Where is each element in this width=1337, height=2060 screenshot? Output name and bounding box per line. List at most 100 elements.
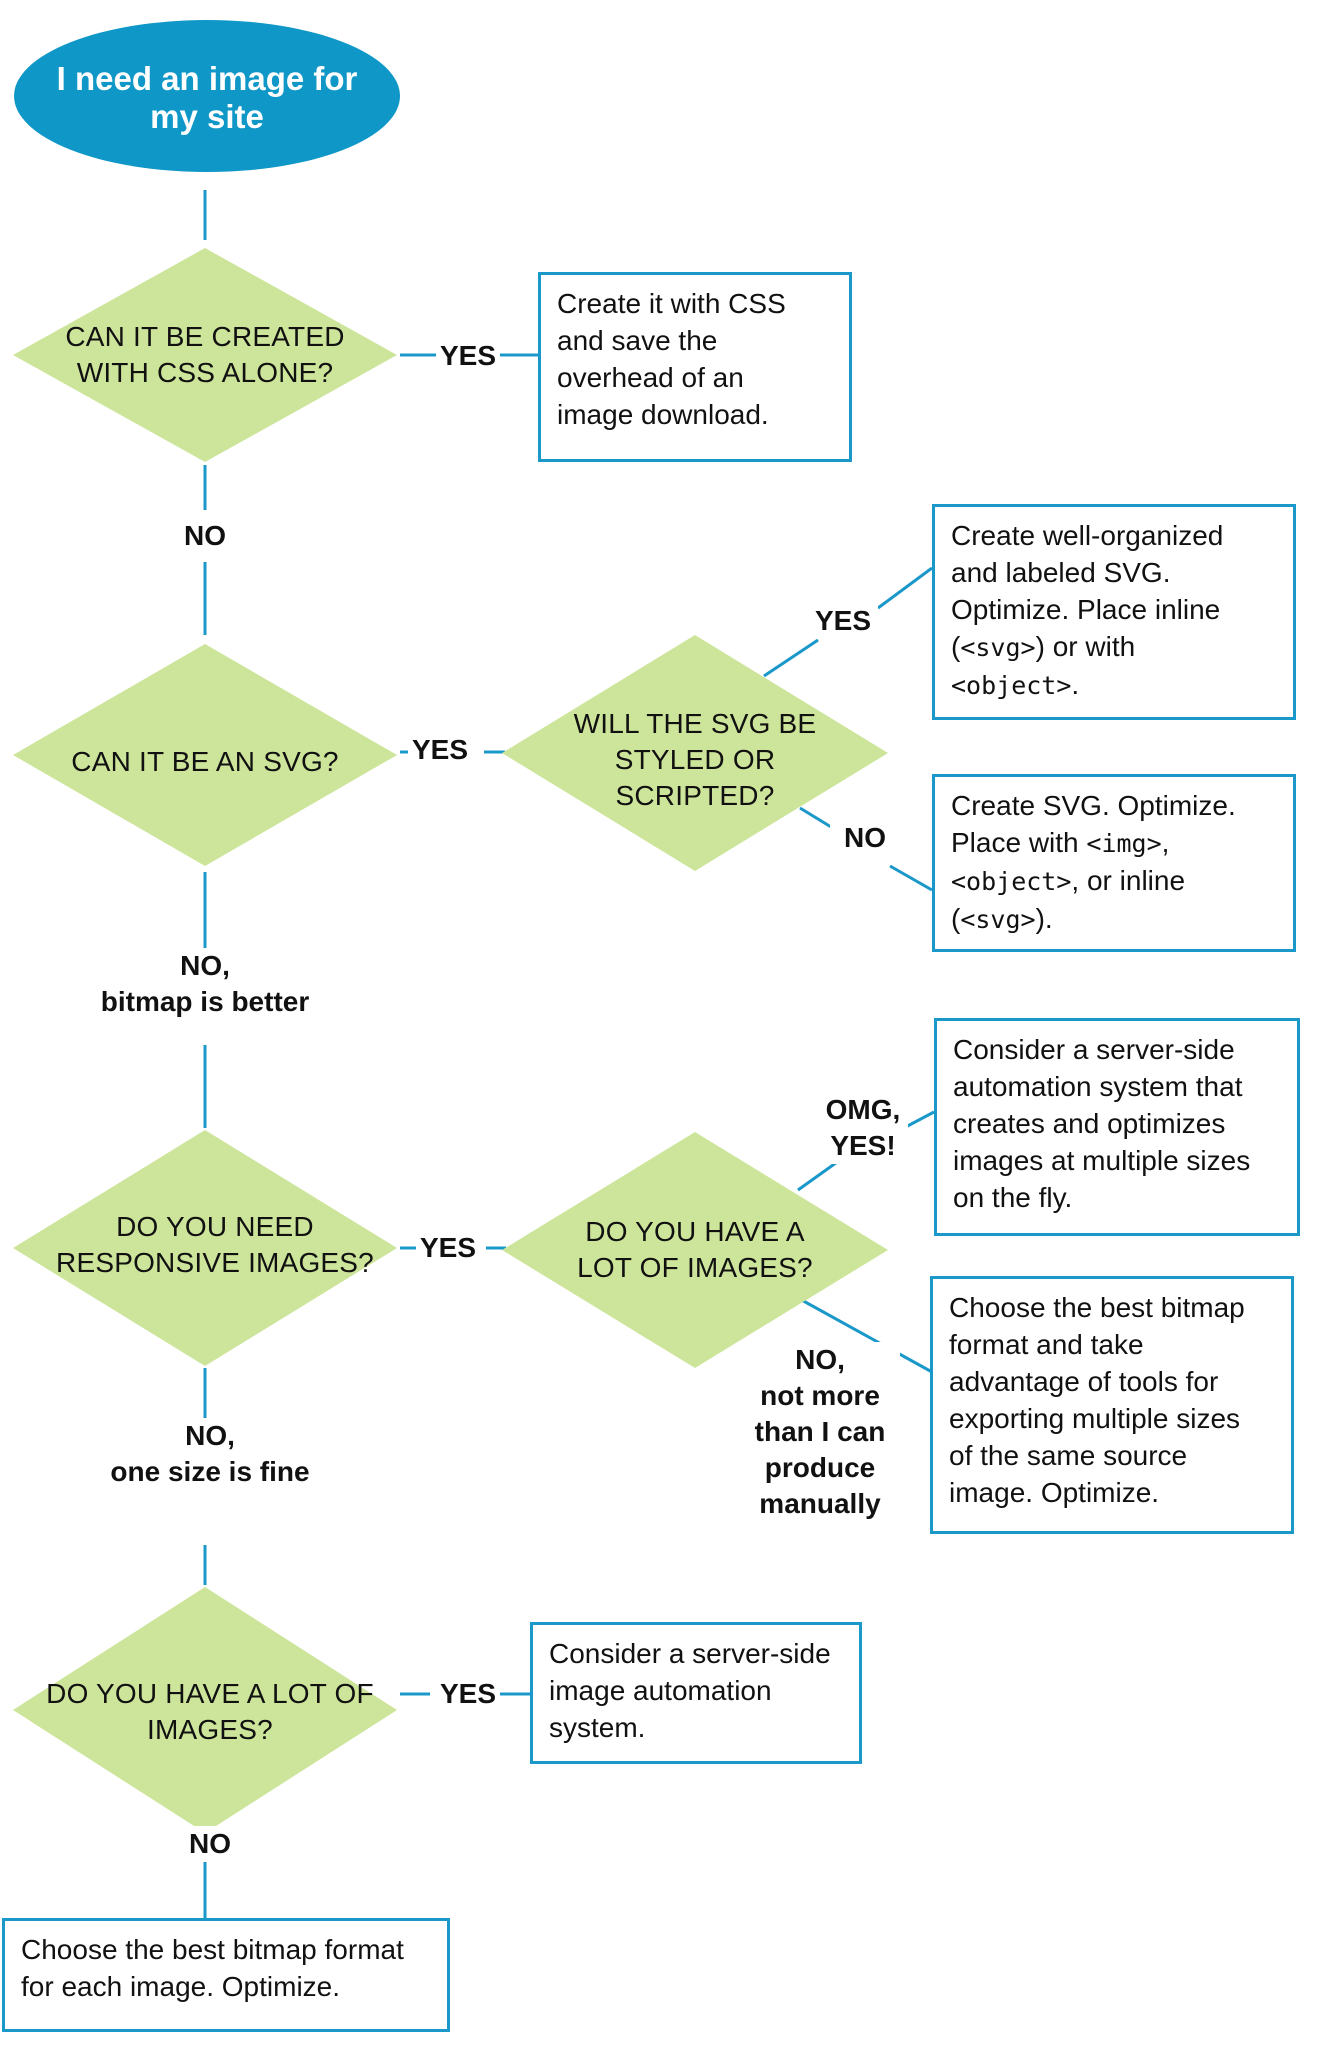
connector bbox=[877, 566, 933, 610]
connector bbox=[797, 1158, 841, 1192]
decision-svg: CAN IT BE AN SVG? bbox=[40, 732, 370, 792]
box-text: creates and optimizes bbox=[953, 1108, 1226, 1139]
diamond-responsive bbox=[13, 1130, 397, 1366]
diamond-lot-of-images bbox=[13, 1587, 397, 1833]
decision-css-alone: CAN IT BE CREATED WITH CSS ALONE? bbox=[40, 300, 370, 410]
edge-label-yes-styled: YES bbox=[808, 603, 878, 639]
decision-text: DO YOU HAVE A LOT OF bbox=[46, 1678, 374, 1709]
edge-label-text: YES bbox=[439, 340, 497, 371]
code-text: <svg> bbox=[960, 905, 1036, 934]
edge-label-text: YES bbox=[439, 1678, 497, 1709]
decision-responsive: DO YOU NEED RESPONSIVE IMAGES? bbox=[40, 1205, 390, 1285]
edge-label-text: manually bbox=[759, 1488, 881, 1519]
edge-label-text: NO bbox=[184, 520, 226, 551]
result-box-server-automation: Consider a server-side image automation … bbox=[530, 1622, 862, 1764]
start-line: my site bbox=[150, 98, 264, 135]
edge-label-text: bitmap is better bbox=[100, 986, 310, 1017]
edge-label-text: NO, bbox=[795, 1344, 845, 1375]
box-text: and labeled SVG. bbox=[951, 557, 1171, 588]
box-text: for each image. Optimize. bbox=[21, 1971, 341, 2002]
box-text: Create SVG. Optimize. bbox=[951, 790, 1236, 821]
decision-text: STYLED OR bbox=[614, 744, 776, 775]
box-text: Create it with CSS bbox=[557, 288, 786, 319]
edge-label-omg-yes: OMG, YES! bbox=[818, 1092, 908, 1164]
edge-label-text: NO, bbox=[185, 1420, 235, 1451]
edge-label-no-styled: NO bbox=[830, 820, 900, 856]
result-box-bitmap-each: Choose the best bitmap format for each i… bbox=[2, 1918, 450, 2032]
start-ellipse bbox=[14, 20, 400, 172]
edge-label-text: NO, bbox=[180, 950, 230, 981]
decision-text: WITH CSS ALONE? bbox=[76, 357, 334, 388]
box-text: Choose the best bitmap format bbox=[21, 1934, 404, 1965]
box-text: Choose the best bitmap bbox=[949, 1292, 1245, 1323]
box-text: images at multiple sizes bbox=[953, 1145, 1251, 1176]
edge-label-yes-css: YES bbox=[436, 338, 500, 374]
edge-label-text: one size is fine bbox=[110, 1456, 310, 1487]
box-text: Consider a server-side bbox=[549, 1638, 831, 1669]
edge-label-text: than I can bbox=[754, 1416, 886, 1447]
box-text: format and take bbox=[949, 1329, 1144, 1360]
result-box-automation-fly: Consider a server-side automation system… bbox=[934, 1018, 1300, 1236]
code-text: <object> bbox=[951, 671, 1072, 700]
edge-label-text: YES bbox=[411, 734, 469, 765]
decision-svg-styled: WILL THE SVG BE STYLED OR SCRIPTED? bbox=[540, 700, 850, 820]
box-text: exporting multiple sizes bbox=[949, 1403, 1241, 1434]
box-text: image. Optimize. bbox=[949, 1477, 1160, 1508]
edge-label-text: produce bbox=[764, 1452, 876, 1483]
decision-text: DO YOU NEED bbox=[116, 1211, 314, 1242]
box-text: (<svg>) or with bbox=[951, 628, 1277, 666]
box-text: overhead of an bbox=[557, 362, 744, 393]
edge-label-yes-svg: YES bbox=[408, 732, 472, 768]
box-text-part: ( bbox=[951, 903, 961, 934]
start-line: I need an image for bbox=[56, 60, 358, 97]
box-text-part: ( bbox=[951, 631, 961, 662]
edge-label-text: YES bbox=[419, 1232, 477, 1263]
box-text-part: , bbox=[1161, 827, 1170, 858]
result-box-css: Create it with CSS and save the overhead… bbox=[538, 272, 852, 462]
box-text-part: ). bbox=[1035, 903, 1053, 934]
box-text: <object>, or inline bbox=[951, 862, 1277, 900]
connector bbox=[797, 1296, 933, 1374]
box-text: Optimize. Place inline bbox=[951, 594, 1221, 625]
box-text: on the fly. bbox=[953, 1182, 1073, 1213]
code-text: <img> bbox=[1086, 829, 1162, 858]
box-text: automation system that bbox=[953, 1071, 1243, 1102]
box-text: image automation bbox=[549, 1675, 772, 1706]
box-text: <object>. bbox=[951, 666, 1277, 704]
decision-text: SCRIPTED? bbox=[615, 780, 775, 811]
edge-label-text: NO bbox=[844, 822, 886, 853]
edge-label-no-bitmap: NO, bitmap is better bbox=[80, 948, 330, 1020]
edge-label-no-lot: NO bbox=[180, 1826, 240, 1862]
diamond-lot-of-images-responsive bbox=[502, 1132, 888, 1368]
edge-label-text: YES bbox=[814, 605, 872, 636]
box-text: Place with <img>, bbox=[951, 824, 1277, 862]
diamond-svg bbox=[13, 644, 397, 866]
edge-label-no-manual: NO, not more than I can produce manually bbox=[740, 1342, 900, 1527]
result-box-svg-styled: Create well-organized and labeled SVG. O… bbox=[932, 504, 1296, 720]
decision-text: RESPONSIVE IMAGES? bbox=[56, 1247, 374, 1278]
connector bbox=[889, 864, 933, 892]
box-text: system. bbox=[549, 1712, 646, 1743]
connector bbox=[763, 638, 819, 678]
code-text: <svg> bbox=[960, 633, 1036, 662]
decision-text: IMAGES? bbox=[147, 1714, 273, 1745]
box-text: advantage of tools for bbox=[949, 1366, 1219, 1397]
box-text-part: . bbox=[1071, 669, 1080, 700]
box-text: of the same source bbox=[949, 1440, 1188, 1471]
shapes bbox=[13, 20, 888, 1833]
diamond-svg-styled bbox=[502, 635, 888, 871]
edge-label-no-one-size: NO, one size is fine bbox=[90, 1418, 330, 1490]
edge-label-text: NO bbox=[189, 1828, 231, 1859]
decision-text: LOT OF IMAGES? bbox=[577, 1252, 813, 1283]
result-box-bitmap-tools: Choose the best bitmap format and take a… bbox=[930, 1276, 1294, 1534]
box-text-part: Place with bbox=[951, 827, 1087, 858]
code-text: <object> bbox=[951, 867, 1072, 896]
diamond-css-alone bbox=[13, 248, 397, 462]
edge-label-yes-lot: YES bbox=[436, 1676, 500, 1712]
start-node: I need an image for my site bbox=[14, 24, 400, 172]
box-text: Create well-organized bbox=[951, 520, 1224, 551]
box-text: Consider a server-side bbox=[953, 1034, 1235, 1065]
decision-text: DO YOU HAVE A bbox=[585, 1216, 805, 1247]
box-text: (<svg>). bbox=[951, 900, 1277, 938]
